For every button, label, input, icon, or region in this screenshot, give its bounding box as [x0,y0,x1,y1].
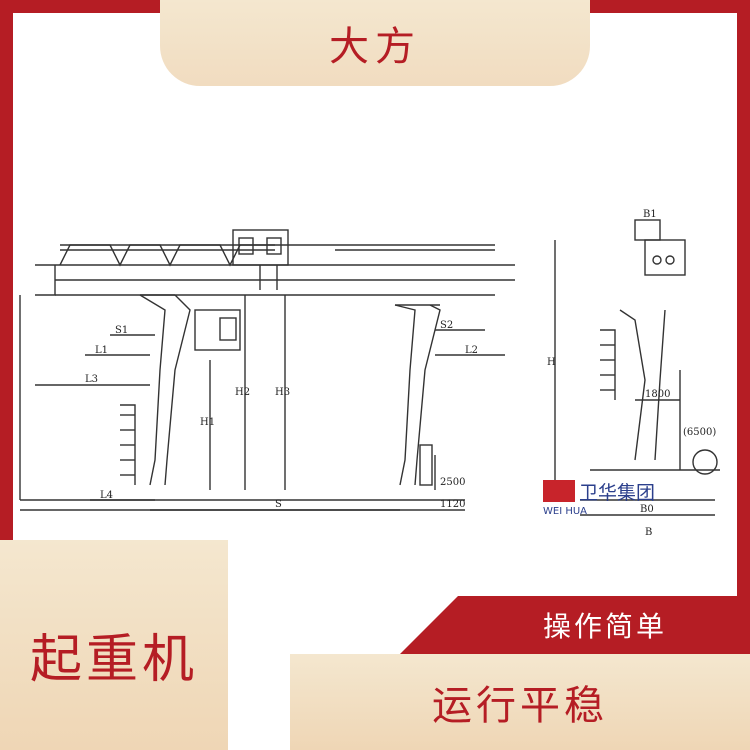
logo-cn-text: 卫华集团 [579,482,655,504]
label-l2: L2 [465,345,478,356]
feature-2-text: 运行平稳 [432,683,608,729]
label-l3: L3 [85,374,98,385]
label-b0: B0 [640,504,654,515]
label-b: B [645,527,652,538]
right-frame-border [737,0,750,750]
feature-banner: 操作简单 [400,596,750,654]
header-title: 大方 [329,24,421,70]
product-name-panel: 起重机 [0,540,228,750]
weihua-logo: 卫华集团 WEI HUA [543,480,655,517]
label-h2: H2 [235,387,250,398]
label-1120: 1120 [440,499,465,510]
label-h: H [547,357,556,368]
feature-panel: 运行平稳 [290,654,750,750]
header-tab: 大方 [160,0,590,86]
label-s: S [275,499,282,510]
label-l4: L4 [100,490,113,501]
label-h1: H1 [200,417,215,428]
label-l1: L1 [95,345,108,356]
label-s1: S1 [115,325,128,336]
label-1800: 1800 [645,389,670,400]
feature-1-text: 操作简单 [542,610,667,643]
label-2500: 2500 [440,477,465,488]
label-h3: H3 [275,387,290,398]
logo-en-text: WEI HUA [543,506,587,517]
label-s2: S2 [440,320,453,331]
weihua-logo-mark [543,480,575,502]
gantry-crane-drawing: S1 L1 L3 H1 H2 H3 S2 L2 L4 S 2500 1120 B… [19,209,720,538]
label-b1: B1 [643,209,657,220]
product-name: 起重机 [29,629,198,690]
label-6500: (6500) [683,427,716,438]
